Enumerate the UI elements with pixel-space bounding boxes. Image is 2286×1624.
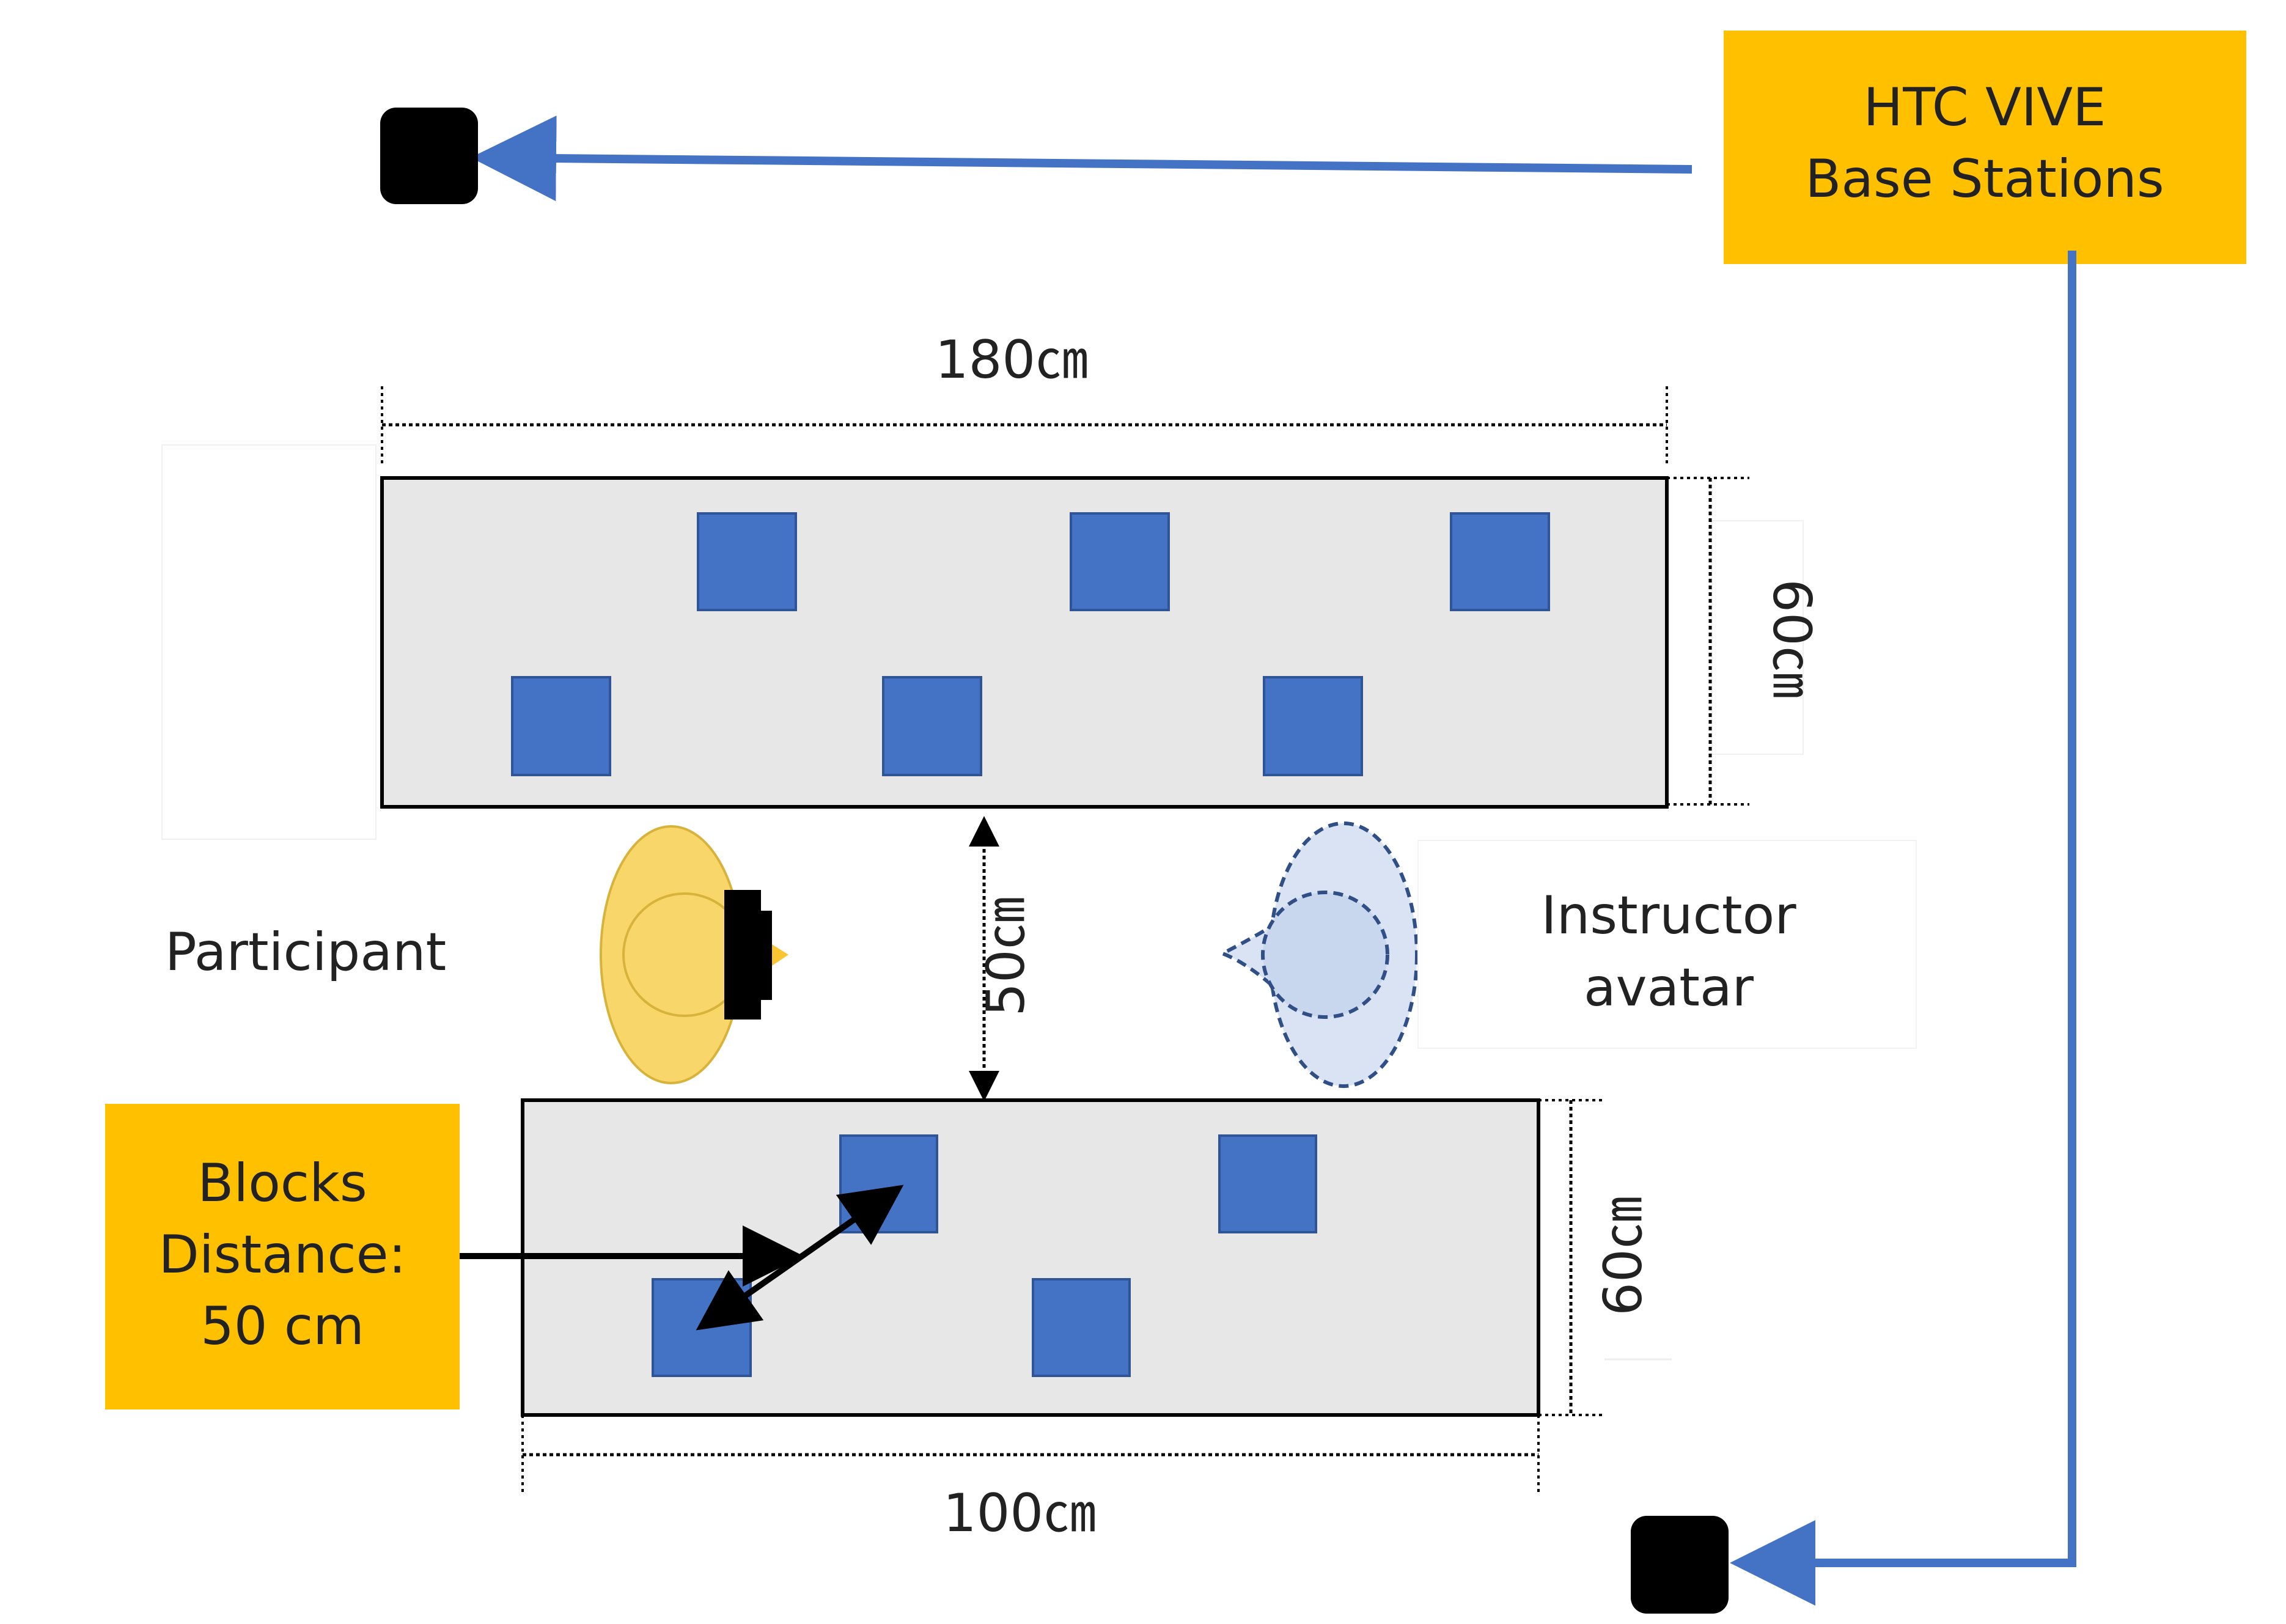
instructor-bg-box <box>1417 840 1917 1049</box>
base-stations-callout <box>1724 31 2246 264</box>
top-block-4 <box>511 676 611 776</box>
bottom-table-depth-label: 60㎝ <box>1593 1196 1654 1315</box>
arrow-to-top-station <box>471 116 1692 202</box>
top-block-3 <box>1450 512 1550 611</box>
base-stations-label-line2: Base Stations <box>1805 149 2164 210</box>
bottom-block-3 <box>652 1278 752 1377</box>
base-station-top-icon <box>380 108 478 204</box>
top-table-depth-label: 60㎝ <box>1761 579 1822 698</box>
base-station-bottom-icon <box>1631 1516 1729 1614</box>
top-block-1 <box>697 512 797 611</box>
bg-box-left <box>161 444 377 840</box>
instructor-label-line1: Instructor <box>1541 885 1796 946</box>
gap-label: 50㎝ <box>976 897 1037 1016</box>
blocks-distance-callout <box>105 1104 460 1409</box>
bottom-table-width-label: 100㎝ <box>943 1483 1096 1544</box>
participant-icon <box>600 825 788 1084</box>
instructor-avatar-icon <box>1218 821 1419 1088</box>
blocks-distance-line3: 50 cm <box>200 1296 364 1357</box>
bg-box-right <box>1711 520 1804 755</box>
bottom-block-4 <box>1032 1278 1131 1377</box>
blocks-distance-line1: Blocks <box>197 1153 367 1214</box>
top-block-5 <box>882 676 982 776</box>
top-block-6 <box>1263 676 1363 776</box>
bottom-block-2 <box>1218 1134 1317 1233</box>
top-table-width-label: 180㎝ <box>935 329 1088 391</box>
base-stations-label-line1: HTC VIVE <box>1864 77 2106 138</box>
participant-label: Participant <box>165 922 446 983</box>
arrow-to-bottom-station <box>1730 251 2076 1606</box>
instructor-label-line2: avatar <box>1584 957 1754 1018</box>
blocks-distance-line2: Distance: <box>158 1224 406 1285</box>
top-block-2 <box>1070 512 1170 611</box>
